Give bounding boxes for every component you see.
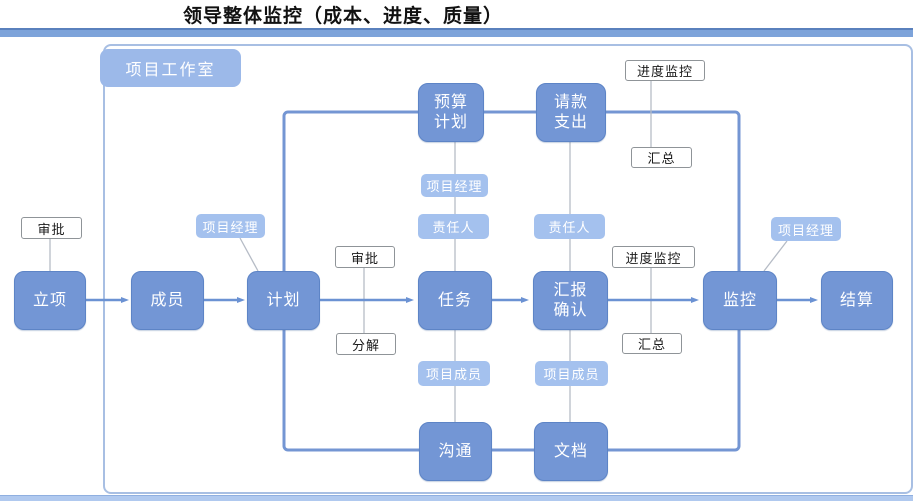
node-plan: 计划	[247, 271, 320, 330]
node-report-confirm: 汇报 确认	[533, 271, 608, 330]
node-document: 文档	[534, 422, 608, 481]
node-settle: 结算	[821, 271, 893, 330]
node-payment-expense: 请款 支出	[536, 83, 606, 142]
node-members: 成员	[131, 271, 204, 330]
tag-project-member-comm: 项目成员	[418, 361, 490, 386]
tag-owner-task: 责任人	[418, 214, 489, 239]
node-communication: 沟通	[419, 422, 492, 481]
annotation-approve-plan-task: 审批	[335, 246, 395, 268]
tag-project-member-doc: 项目成员	[535, 361, 608, 386]
annotation-summary-mid: 汇总	[622, 333, 682, 354]
annotation-progress-mid: 进度监控	[612, 246, 695, 268]
annotation-decompose: 分解	[336, 333, 396, 355]
node-initiate: 立项	[14, 271, 86, 330]
annotation-progress-top: 进度监控	[625, 60, 705, 81]
project-workspace-frame	[103, 44, 913, 494]
top-divider-bar	[0, 28, 913, 37]
node-budget-plan: 预算 计划	[418, 83, 484, 142]
node-monitor: 监控	[703, 271, 777, 330]
bottom-divider-bar	[0, 495, 913, 501]
page-title: 领导整体监控（成本、进度、质量）	[183, 6, 504, 27]
tag-owner-report: 责任人	[534, 214, 605, 239]
annotation-summary-top: 汇总	[631, 147, 692, 168]
node-task: 任务	[418, 271, 492, 330]
project-workspace-tab: 项目工作室	[100, 49, 241, 87]
tag-project-manager-budget: 项目经理	[421, 174, 488, 197]
tag-project-manager-monitor: 项目经理	[771, 217, 841, 241]
tag-project-manager-plan: 项目经理	[196, 214, 265, 238]
annotation-approve-initiate: 审批	[21, 217, 82, 239]
